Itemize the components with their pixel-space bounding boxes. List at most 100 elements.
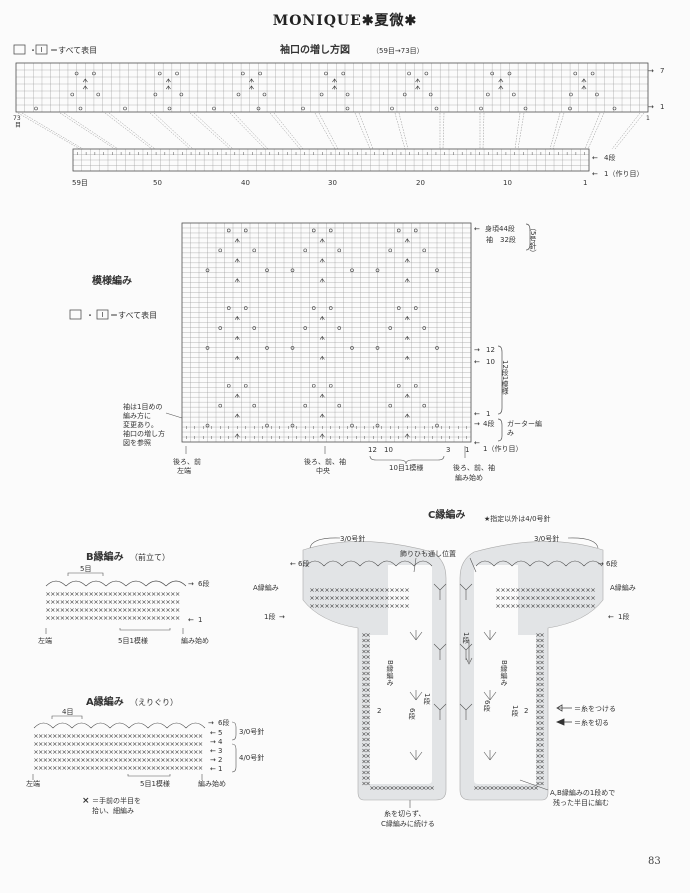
- main-symbols: [186, 228, 467, 439]
- main-chart-border: [181, 222, 472, 443]
- center-1: 中央: [316, 466, 330, 475]
- c-row1-right: 1段: [618, 612, 629, 621]
- single-crochet-mark: [540, 671, 544, 676]
- yarn-over-mark: [218, 248, 223, 253]
- single-crochet-mark: [315, 588, 319, 592]
- repeat-10-stitches: 10目1模様: [389, 463, 423, 472]
- single-crochet-mark: [142, 758, 146, 762]
- single-crochet-mark: [516, 604, 520, 608]
- single-crochet-mark: [53, 742, 57, 746]
- single-crochet-mark: [103, 600, 108, 604]
- single-crochet-mark: [65, 600, 69, 604]
- single-crochet-mark: [75, 608, 79, 612]
- single-crochet-mark: [104, 734, 109, 738]
- single-crochet-mark: [335, 604, 339, 608]
- single-crochet-mark: [175, 766, 179, 770]
- single-crochet-mark: [360, 596, 364, 600]
- single-crochet-mark: [366, 699, 370, 703]
- yarn-over-mark: [402, 92, 407, 97]
- single-crochet-mark: [132, 758, 137, 762]
- single-crochet-mark: [118, 616, 122, 620]
- single-crochet-mark: [536, 644, 540, 648]
- single-crochet-mark: [161, 608, 165, 612]
- single-crochet-mark: [526, 604, 530, 608]
- single-crochet-mark: [540, 743, 544, 747]
- single-crochet-mark: [498, 786, 502, 790]
- single-crochet-mark: [335, 596, 339, 600]
- yarn-over-mark: [375, 268, 380, 273]
- sleeve-axis-1: 1: [583, 179, 587, 187]
- single-crochet-mark: [184, 766, 189, 770]
- a-edge-start: 編み始め: [198, 779, 226, 788]
- yarn-over-mark: [569, 92, 573, 97]
- svg-text:←: ←: [592, 154, 598, 162]
- single-crochet-mark: [123, 734, 128, 738]
- single-crochet-mark: [104, 758, 109, 762]
- single-crochet-mark: [76, 758, 81, 762]
- single-crochet-mark: [55, 592, 60, 596]
- sleeve-chart-border: [15, 62, 649, 113]
- single-crochet-mark: [57, 758, 62, 762]
- single-crochet-mark: [380, 604, 384, 608]
- single-crochet-mark: [151, 608, 156, 612]
- fan-line: [614, 112, 645, 150]
- single-crochet-mark: [366, 710, 370, 714]
- single-crochet-mark: [189, 766, 193, 770]
- single-crochet-mark: [175, 600, 180, 604]
- single-crochet-mark: [571, 604, 575, 608]
- yarn-over-mark: [311, 306, 316, 310]
- fan-line: [269, 112, 301, 150]
- decrease-mark: [165, 85, 171, 90]
- yarn-over-mark: [590, 71, 595, 76]
- decrease-mark: [404, 315, 410, 321]
- single-crochet-mark: [99, 600, 103, 604]
- single-crochet-mark: [362, 715, 366, 720]
- single-crochet-mark: [536, 666, 540, 670]
- single-crochet-mark: [113, 592, 117, 596]
- b-edge-row6: 6段: [198, 579, 209, 588]
- yarn-over-mark: [96, 92, 101, 97]
- single-crochet-mark: [390, 604, 394, 608]
- x-stitch-symbol: ×: [82, 796, 90, 806]
- single-crochet-mark: [108, 592, 113, 596]
- single-crochet-mark: [118, 766, 123, 770]
- single-crochet-mark: [366, 770, 370, 775]
- sleeve-base-grid: [72, 148, 590, 172]
- single-crochet-mark: [79, 616, 84, 620]
- single-crochet-mark: [108, 600, 113, 604]
- yarn-over-mark: [218, 326, 223, 330]
- decrease-mark: [319, 258, 325, 263]
- single-crochet-mark: [536, 596, 540, 600]
- single-crochet-mark: [67, 750, 71, 754]
- yarn-over-mark: [568, 106, 572, 111]
- single-crochet-mark: [118, 592, 122, 596]
- single-crochet-mark: [100, 734, 104, 738]
- main-pattern-section: 模様編み ・ ＝すべて表目 ← 身頃44段 袖 32段 （5号針） → 12 ←…: [69, 222, 542, 482]
- yarn-over-mark: [328, 383, 333, 388]
- single-crochet-mark: [380, 596, 384, 600]
- single-crochet-mark: [536, 759, 540, 764]
- single-crochet-mark: [75, 600, 79, 604]
- note-continue-0: 糸を切らず、: [384, 809, 425, 818]
- fan-line: [552, 112, 565, 150]
- single-crochet-mark: [362, 754, 366, 758]
- yarn-over-mark: [34, 106, 38, 111]
- single-crochet-mark: [43, 750, 48, 754]
- single-crochet-mark: [46, 592, 50, 596]
- single-crochet-mark: [85, 758, 90, 762]
- decrease-mark: [498, 78, 504, 83]
- decrease-mark: [234, 278, 240, 283]
- single-crochet-mark: [166, 608, 170, 612]
- a-edge-stitches: [33, 722, 206, 770]
- single-crochet-mark: [518, 786, 522, 790]
- single-crochet-mark: [310, 596, 314, 600]
- decrease-mark: [332, 85, 338, 90]
- sleeve-row1: 1: [660, 103, 664, 111]
- c-row1-left: 1段: [264, 612, 275, 621]
- single-crochet-mark: [34, 750, 38, 754]
- single-crochet-mark: [132, 750, 137, 754]
- single-crochet-mark: [81, 742, 85, 746]
- single-crochet-mark: [70, 616, 74, 620]
- single-crochet-mark: [85, 742, 90, 746]
- single-crochet-mark: [581, 596, 585, 600]
